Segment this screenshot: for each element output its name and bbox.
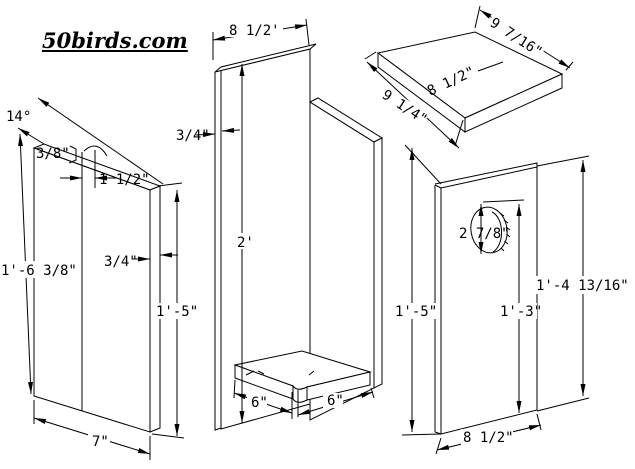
- side-panel-face: [33, 147, 151, 433]
- roof-drawing: 9 7/16" 8 1/2" 9 1/4": [364, 5, 574, 149]
- hole-diameter-label: 2 7/8": [459, 226, 510, 242]
- front-width-label: 8 1/2": [463, 430, 514, 446]
- hole-to-bottom-label: 1'-3": [500, 304, 542, 320]
- front-panel-dimensions: 2 7/8" 1'-5" 1'-3" 1'-4 13/16" 8 1/2": [392, 144, 634, 455]
- side-panel-width-label: 7": [92, 434, 109, 450]
- entrance-hole: [470, 206, 508, 254]
- back-and-floor-assembly-drawing: 8 1/2' 3/4" 2' 6" 6": [176, 18, 384, 431]
- side-panel-bevel-label: 3/8": [36, 146, 70, 162]
- side-panel-thickness-label: 3/4": [104, 254, 138, 270]
- back-height-label: 2': [237, 235, 254, 251]
- back-thickness-label: 3/4": [176, 128, 210, 144]
- side-panel-angle-label: 14°: [6, 109, 31, 125]
- entrance-hole-inner-edge: [491, 211, 503, 253]
- back-width-label: 8 1/2': [229, 23, 280, 39]
- side-panel-drawing: 14° 3/8" 1 1/2" 3/4" 1'-6 3/8" 1'-5" 7": [0, 97, 198, 460]
- front-panel-drawing: 2 7/8" 1'-5" 1'-3" 1'-4 13/16" 8 1/2": [392, 144, 634, 455]
- entrance-hole-hatching: [499, 212, 511, 252]
- floor-width-label: 6": [327, 393, 344, 409]
- front-panel-outline: [434, 162, 538, 435]
- side-panel-dimensions: 14° 3/8" 1 1/2" 3/4" 1'-6 3/8" 1'-5" 7": [0, 97, 198, 460]
- front-panel-face: [440, 166, 538, 435]
- assembly-dimensions: 8 1/2' 3/4" 2' 6" 6": [176, 18, 375, 423]
- front-height-left-label: 1'-5": [395, 304, 437, 320]
- front-height-right-label: 1'-4 13/16": [536, 278, 629, 294]
- side-panel-inset-label: 1 1/2": [99, 172, 150, 188]
- side-panel-height-right-label: 1'-5": [156, 304, 198, 320]
- site-link[interactable]: 50birds.com: [42, 28, 188, 53]
- side-panel-height-left-label: 1'-6 3/8": [1, 263, 77, 279]
- floor-depth-label: 6": [251, 395, 268, 411]
- floor-corner-marks: [245, 370, 315, 376]
